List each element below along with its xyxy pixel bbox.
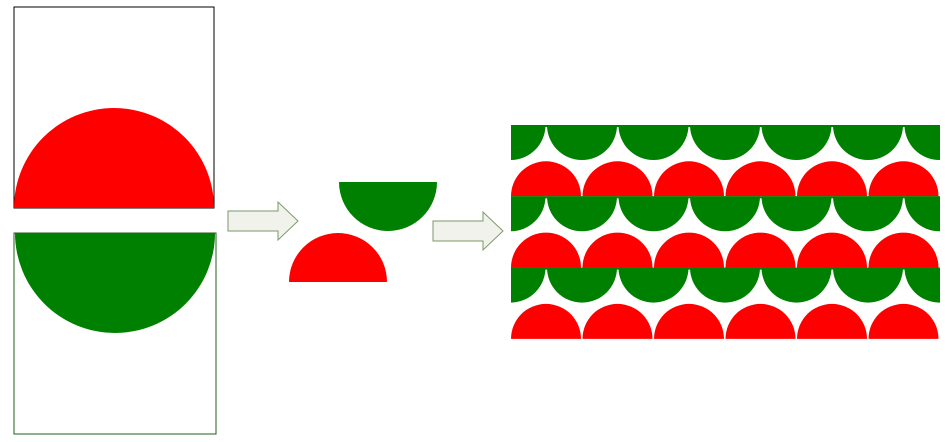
pattern-green-half-disc	[904, 196, 940, 232]
pattern-red-half-disc	[940, 304, 945, 339]
pattern-red-half-disc	[868, 303, 939, 339]
pattern-green-half-disc	[690, 267, 760, 303]
pattern-green-half-disc	[511, 196, 546, 232]
tile-red-half-disc	[289, 233, 387, 282]
pattern-green-half-disc	[904, 125, 940, 160]
pattern-green-half-disc	[511, 125, 546, 160]
pattern-red-half-disc	[725, 303, 796, 339]
pattern-red-half-disc	[654, 161, 724, 197]
tiled-pattern	[511, 125, 945, 339]
pattern-red-half-disc	[654, 303, 724, 339]
pattern-red-half-disc	[797, 161, 867, 197]
pattern-red-half-disc	[940, 233, 945, 268]
arrow-step-2	[432, 210, 504, 252]
pattern-red-half-disc	[868, 232, 939, 268]
pattern-green-half-disc	[547, 267, 617, 303]
pattern-red-half-disc	[725, 161, 796, 197]
pattern-red-half-disc	[868, 161, 939, 197]
pattern-green-half-disc	[618, 267, 689, 303]
pattern-red-half-disc	[582, 161, 653, 197]
pattern-red-half-disc	[582, 232, 653, 268]
pattern-green-half-disc	[761, 196, 832, 232]
pattern-green-half-disc	[761, 267, 832, 303]
pattern-red-half-disc	[725, 232, 796, 268]
pattern-red-half-disc	[797, 303, 867, 339]
pattern-green-half-disc	[511, 267, 546, 303]
pattern-red-half-disc	[940, 161, 945, 196]
pattern-green-half-disc	[618, 196, 689, 232]
tile-unit	[289, 182, 437, 282]
pattern-red-half-disc	[582, 303, 653, 339]
red-half-disc	[14, 108, 214, 208]
green-half-disc	[15, 233, 215, 333]
panel-red-half-disc	[13, 6, 215, 209]
pattern-green-half-disc	[690, 125, 760, 160]
pattern-green-half-disc	[690, 196, 760, 232]
pattern-red-half-disc	[511, 232, 581, 268]
pattern-green-half-disc	[761, 125, 832, 160]
pattern-red-half-disc	[654, 232, 724, 268]
pattern-green-half-disc	[833, 267, 903, 303]
pattern-red-half-disc	[511, 161, 581, 197]
pattern-green-half-disc	[547, 196, 617, 232]
pattern-green-half-disc	[833, 196, 903, 232]
pattern-green-half-disc	[547, 125, 617, 160]
tile-green-half-disc	[339, 182, 437, 231]
panel-green-half-disc	[13, 232, 217, 435]
pattern-green-half-disc	[618, 125, 689, 160]
arrow-step-1	[227, 200, 299, 242]
pattern-red-half-disc	[797, 232, 867, 268]
pattern-red-half-disc	[511, 303, 581, 339]
pattern-green-half-disc	[833, 125, 903, 160]
pattern-green-half-disc	[904, 267, 940, 303]
